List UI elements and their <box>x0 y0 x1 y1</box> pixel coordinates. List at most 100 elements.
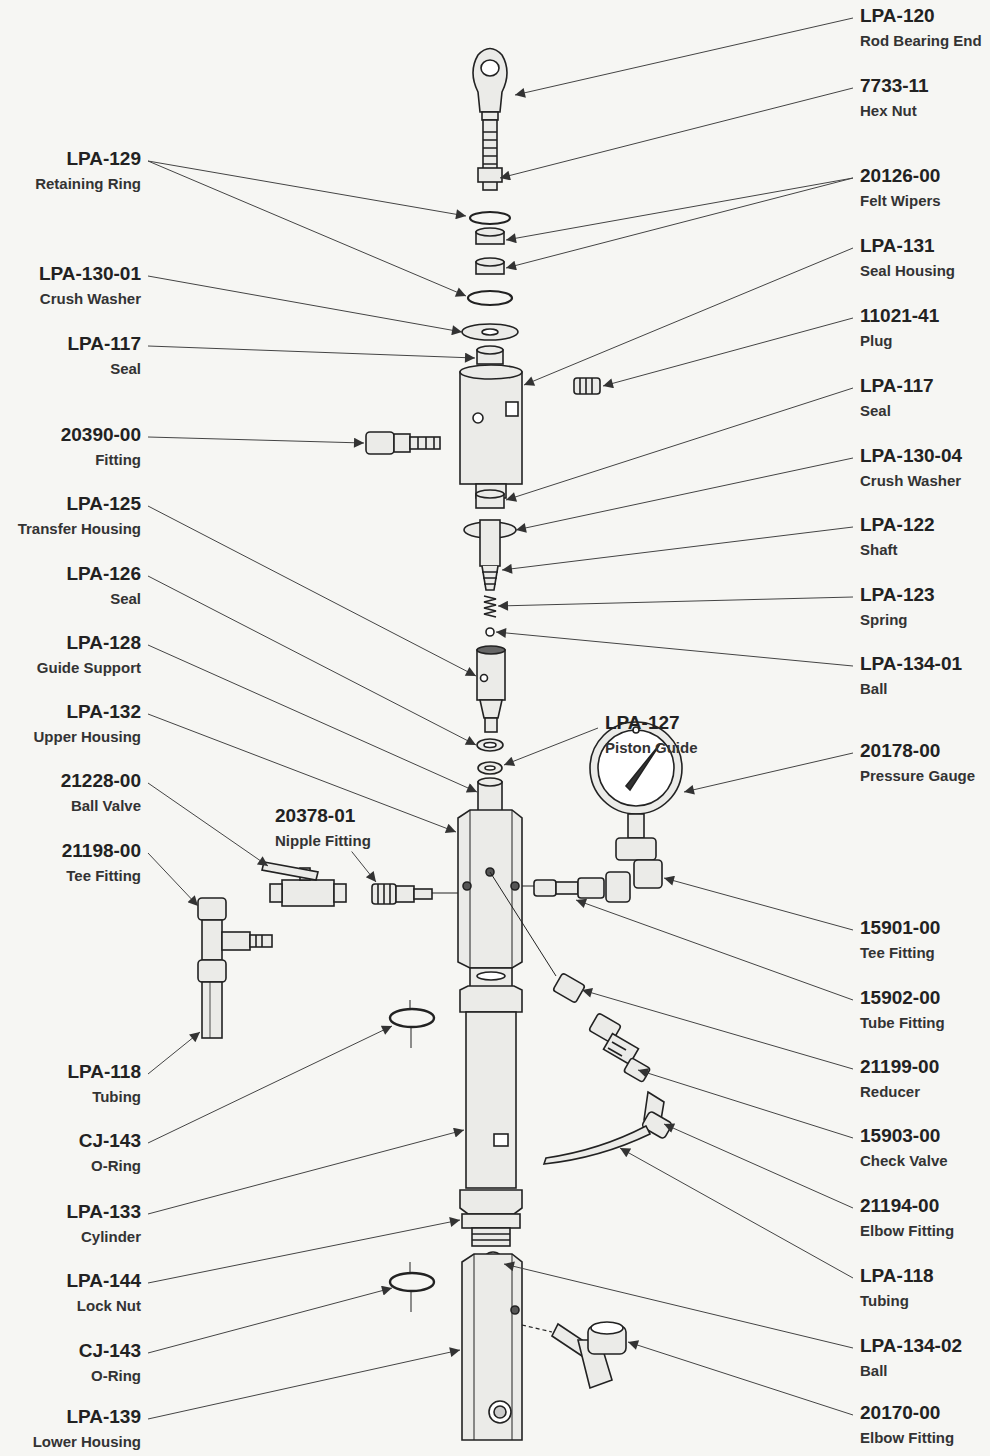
leader-line <box>576 900 853 1000</box>
part-name: Retaining Ring <box>35 176 141 191</box>
part-number: CJ-143 <box>79 1131 141 1150</box>
part-number: 21194-00 <box>860 1196 939 1215</box>
part-name: Ball <box>860 681 888 696</box>
part-number: 20170-00 <box>860 1403 940 1422</box>
part-name: Crush Washer <box>40 291 141 306</box>
part-name: Lower Housing <box>33 1434 141 1449</box>
leader-line <box>148 1288 392 1353</box>
part-number: 21198-00 <box>62 841 141 860</box>
leader-line <box>148 853 198 906</box>
leader-line <box>620 1148 853 1278</box>
leader-line <box>148 645 477 792</box>
part-name: Elbow Fitting <box>860 1223 954 1238</box>
part-name: Seal Housing <box>860 263 955 278</box>
part-name: Elbow Fitting <box>860 1430 954 1445</box>
part-name: Plug <box>860 333 893 348</box>
part-name: Shaft <box>860 542 898 557</box>
part-name: Pressure Gauge <box>860 768 975 783</box>
part-number: LPA-117 <box>67 334 141 353</box>
part-number: LPA-122 <box>860 515 935 534</box>
part-name: Seal <box>110 591 141 606</box>
part-number: 20178-00 <box>860 741 940 760</box>
leader-line <box>148 714 456 832</box>
part-number: 20390-00 <box>61 425 141 444</box>
part-number: LPA-118 <box>860 1266 934 1285</box>
leader-line <box>504 1264 853 1348</box>
leader-line <box>352 852 376 883</box>
part-name: Spring <box>860 612 908 627</box>
part-number: LPA-117 <box>860 376 934 395</box>
part-number: LPA-139 <box>66 1407 141 1426</box>
part-name: Hex Nut <box>860 103 917 118</box>
leader-line <box>148 576 476 745</box>
leader-line <box>684 753 853 792</box>
part-name: Crush Washer <box>860 473 961 488</box>
leader-line <box>148 161 466 296</box>
leader-line <box>148 161 466 216</box>
part-name: Nipple Fitting <box>275 833 371 848</box>
leader-line <box>148 1220 460 1283</box>
part-name: Rod Bearing End <box>860 33 982 48</box>
leader-line <box>148 783 268 866</box>
part-name: Ball <box>860 1363 888 1378</box>
part-name: Piston Guide <box>605 740 698 755</box>
part-number: LPA-129 <box>66 149 141 168</box>
leader-line <box>148 276 462 332</box>
leader-line <box>504 728 598 765</box>
part-name: Fitting <box>95 452 141 467</box>
part-number: LPA-123 <box>860 585 935 604</box>
part-name: Tubing <box>92 1089 141 1104</box>
part-number: LPA-133 <box>66 1202 141 1221</box>
leader-line <box>582 990 853 1069</box>
part-number: LPA-128 <box>66 633 141 652</box>
part-name: O-Ring <box>91 1368 141 1383</box>
part-name: Tubing <box>860 1293 909 1308</box>
part-name: Guide Support <box>37 660 141 675</box>
part-number: 21228-00 <box>61 771 141 790</box>
leader-line <box>498 597 853 606</box>
leader-line <box>496 632 853 666</box>
part-number: LPA-130-04 <box>860 446 962 465</box>
leader-line <box>506 388 853 500</box>
part-name: Tube Fitting <box>860 1015 945 1030</box>
leader-line <box>506 178 853 268</box>
leader-line <box>506 178 853 240</box>
part-name: Seal <box>860 403 891 418</box>
part-name: Check Valve <box>860 1153 948 1168</box>
part-number: LPA-126 <box>66 564 141 583</box>
part-name: Transfer Housing <box>18 521 141 536</box>
part-name: Lock Nut <box>77 1298 141 1313</box>
right-fittings <box>490 722 682 1164</box>
part-name: Felt Wipers <box>860 193 941 208</box>
part-number: LPA-132 <box>66 702 141 721</box>
part-name: Tee Fitting <box>860 945 935 960</box>
part-number: 15902-00 <box>860 988 940 1007</box>
leader-line <box>664 878 853 930</box>
leader-line <box>628 1342 853 1415</box>
part-number: CJ-143 <box>79 1341 141 1360</box>
leader-line <box>603 318 853 386</box>
part-number: LPA-134-01 <box>860 654 962 673</box>
part-number: 7733-11 <box>860 76 929 95</box>
part-name: Cylinder <box>81 1229 141 1244</box>
part-number: LPA-144 <box>66 1271 141 1290</box>
part-name: Seal <box>110 361 141 376</box>
part-number: LPA-130-01 <box>39 264 141 283</box>
leader-line <box>148 1350 460 1419</box>
leader-line <box>638 1070 853 1138</box>
part-number: LPA-118 <box>67 1062 141 1081</box>
part-number: 15901-00 <box>860 918 940 937</box>
leader-line <box>148 506 476 676</box>
leader-line <box>148 1130 464 1214</box>
leader-line <box>524 248 853 385</box>
part-number: 21199-00 <box>860 1057 939 1076</box>
part-name: Tee Fitting <box>66 868 141 883</box>
housing-assembly <box>390 810 626 1440</box>
part-name: Reducer <box>860 1084 920 1099</box>
leader-line <box>148 1026 392 1143</box>
part-number: LPA-120 <box>860 6 935 25</box>
part-number: 15903-00 <box>860 1126 940 1145</box>
part-name: O-Ring <box>91 1158 141 1173</box>
leader-line <box>148 346 475 358</box>
